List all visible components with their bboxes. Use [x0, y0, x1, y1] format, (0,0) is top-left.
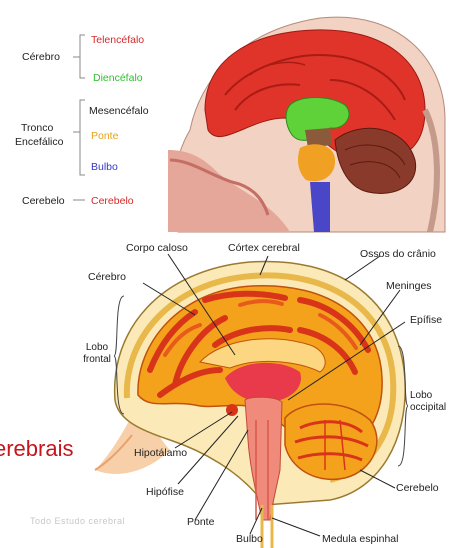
label-lobo-occipital-line2: occipital [410, 402, 448, 414]
label-cerebelo-bottom: Cerebelo [396, 482, 439, 494]
label-bulbo-bottom: Bulbo [236, 533, 263, 545]
label-mesencefalo: Mesencéfalo [89, 105, 149, 117]
watermark-text: Todo Estudo cerebral [30, 516, 125, 526]
top-brackets [73, 35, 85, 200]
label-hipotalamo: Hipotálamo [134, 447, 187, 459]
top-sagittal-head [168, 17, 445, 232]
label-cerebelo-top: Cerebelo [91, 195, 134, 207]
label-diencefalo: Diencéfalo [93, 72, 143, 84]
label-lobo-occipital: Lobo occipital [410, 390, 448, 414]
label-telencefalo: Telencéfalo [91, 34, 144, 46]
label-ossos-cranio: Ossos do crânio [360, 248, 436, 260]
label-tronco: Tronco [21, 122, 53, 134]
label-lobo-frontal-line1: Lobo [80, 342, 114, 354]
label-hipofise: Hipófise [146, 486, 184, 498]
label-cerebro-bottom: Cérebro [88, 271, 126, 283]
label-lobo-frontal: Lobo frontal [80, 342, 114, 366]
label-cerebelo-group: Cerebelo [22, 195, 65, 207]
label-epifise: Epífise [410, 314, 442, 326]
label-cortex-cerebral: Córtex cerebral [228, 242, 300, 254]
label-medula-espinhal: Medula espinhal [322, 533, 398, 545]
label-ponte-bottom: Ponte [187, 516, 214, 528]
label-encefalico: Encefálico [15, 136, 63, 148]
label-corpo-caloso: Corpo caloso [126, 242, 188, 254]
label-bulbo-top: Bulbo [91, 161, 118, 173]
label-cerebro-group: Cérebro [22, 51, 60, 63]
label-meninges: Meninges [386, 280, 432, 292]
caption-cerebrais: erebrais [0, 436, 73, 462]
label-lobo-frontal-line2: frontal [80, 354, 114, 366]
bottom-sagittal-brain [95, 261, 405, 548]
label-ponte-top: Ponte [91, 130, 118, 142]
label-lobo-occipital-line1: Lobo [410, 390, 448, 402]
